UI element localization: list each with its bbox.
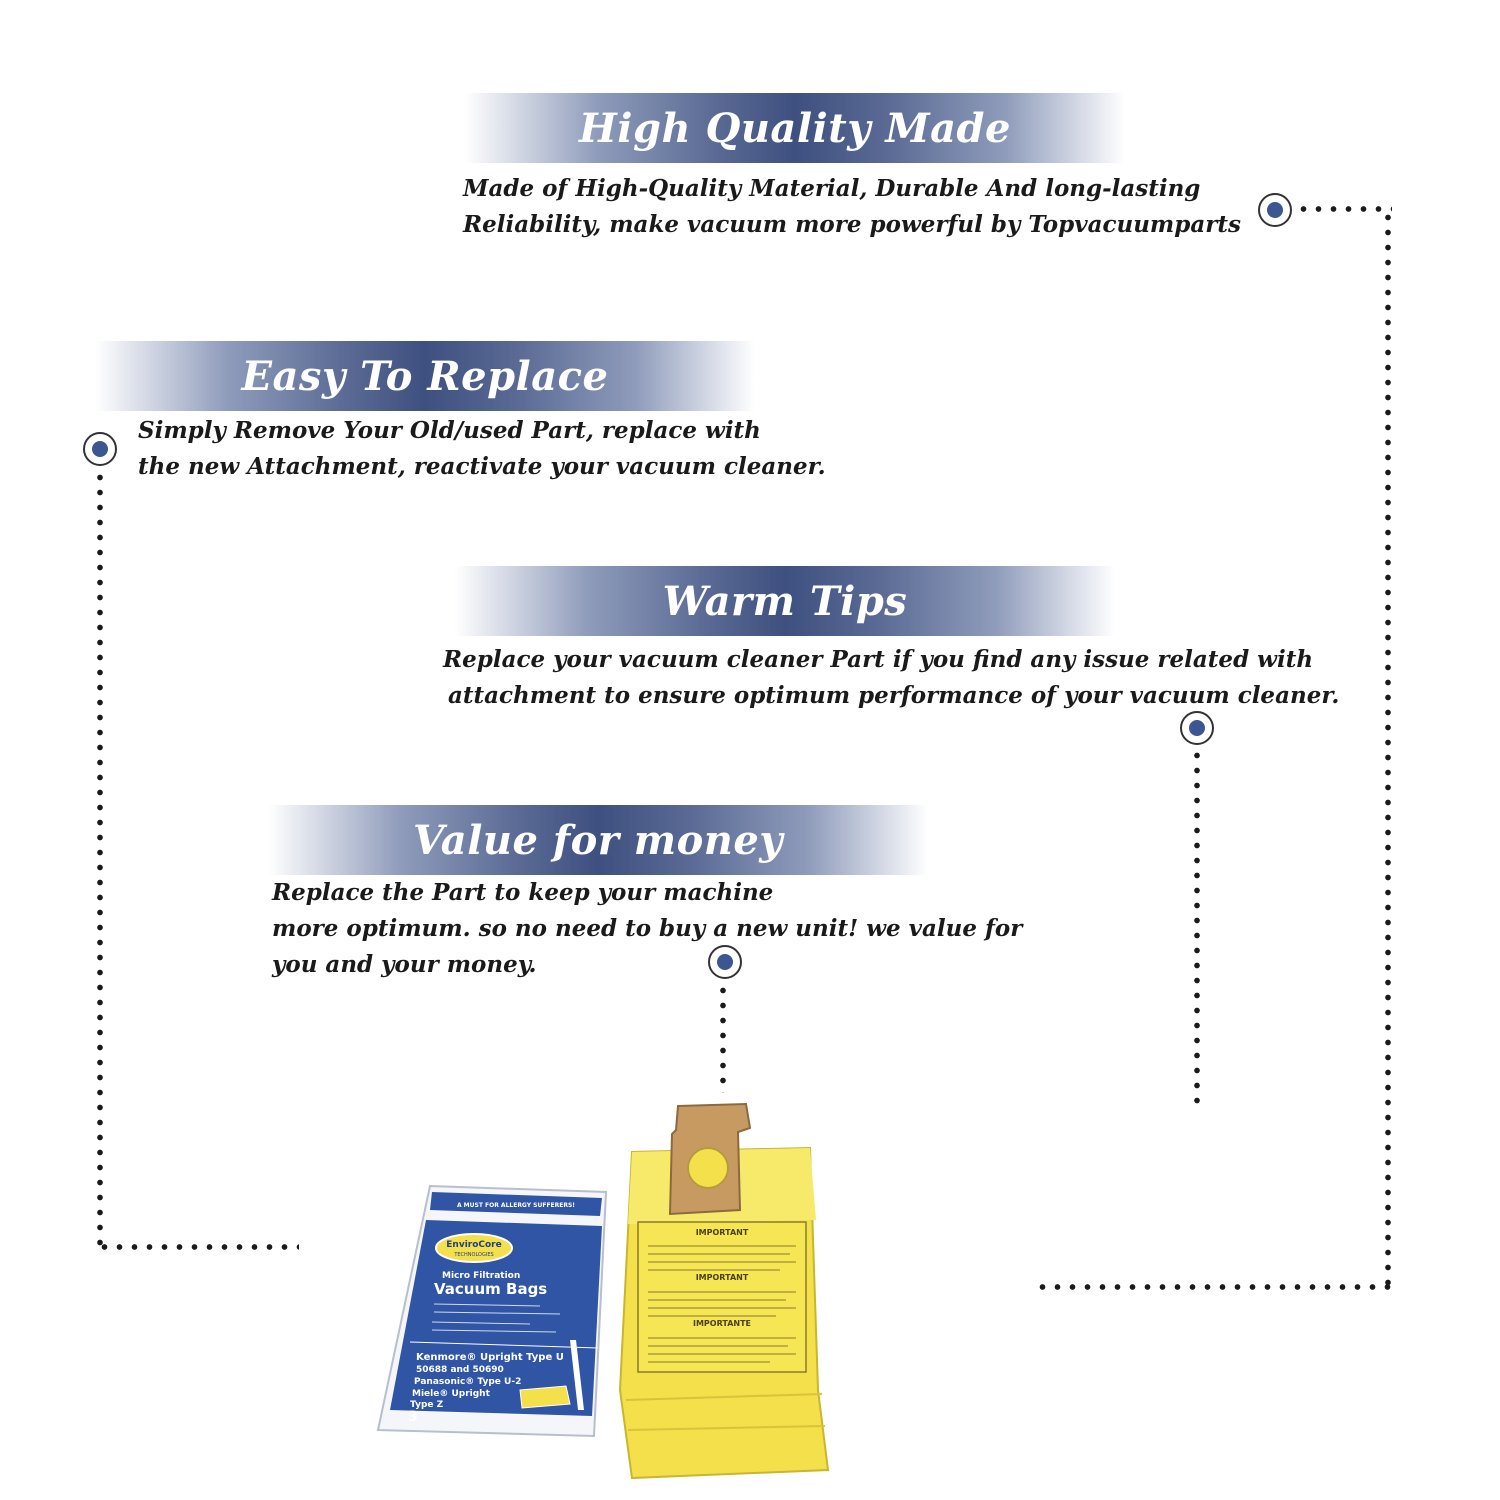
section-desc-high-quality: Made of High-Quality Material, Durable A… (463, 175, 1241, 238)
section-desc-value-money: Replace the Part to keep your machine mo… (272, 879, 1023, 978)
section-title-high-quality: High Quality Made (579, 104, 1011, 152)
section-desc-easy-replace: Simply Remove Your Old/used Part, replac… (138, 417, 826, 480)
package-line-1: Micro Filtration (442, 1271, 520, 1281)
package-compat-5: Type Z (410, 1400, 444, 1410)
section-desc-warm-tips: Replace your vacuum cleaner Part if you … (443, 646, 1340, 709)
connector-node-3 (1180, 711, 1214, 745)
package-brand: EnviroCore (446, 1240, 501, 1250)
connector-node-2 (83, 432, 117, 466)
dotted-line-1-right (1385, 210, 1391, 1292)
dotted-line-1-bottom (1035, 1284, 1392, 1290)
banner-high-quality: High Quality Made (465, 93, 1125, 163)
package-compat-4: Miele® Upright (412, 1389, 491, 1399)
section-title-easy-replace: Easy To Replace (241, 352, 609, 400)
package-compat-1: Kenmore® Upright Type U (416, 1352, 564, 1363)
product-image: IMPORTANT IMPORTANT IMPORTANTE A MUST FO… (376, 1102, 830, 1480)
dotted-line-1-top (1296, 206, 1392, 212)
yellow-vacuum-bag: IMPORTANT IMPORTANT IMPORTANTE (618, 1102, 830, 1480)
banner-easy-replace: Easy To Replace (95, 341, 755, 411)
bag-heading-3: IMPORTANTE (693, 1319, 751, 1328)
package-compat-2: 50688 and 50690 (416, 1365, 504, 1375)
banner-warm-tips: Warm Tips (455, 566, 1115, 636)
package-compat-3: Panasonic® Type U-2 (414, 1377, 521, 1387)
package-count: 3 (408, 1409, 418, 1425)
package-line-2: Vacuum Bags (434, 1280, 547, 1298)
dotted-line-2-bottom (97, 1244, 299, 1250)
banner-value-money: Value for money (268, 805, 928, 875)
package-brand-sub: TECHNOLOGIES (453, 1252, 493, 1258)
bag-heading-2: IMPORTANT (696, 1273, 749, 1282)
connector-node-1 (1258, 193, 1292, 227)
section-title-warm-tips: Warm Tips (662, 577, 908, 625)
dotted-line-3 (1194, 748, 1200, 1110)
bag-heading-1: IMPORTANT (696, 1228, 749, 1237)
dotted-line-2-left (97, 470, 103, 1252)
dotted-line-4 (720, 983, 726, 1093)
connector-node-4 (708, 945, 742, 979)
vacuum-bag-package: A MUST FOR ALLERGY SUFFERERS! EnviroCore… (376, 1184, 608, 1438)
section-title-value-money: Value for money (412, 816, 784, 864)
package-top-note: A MUST FOR ALLERGY SUFFERERS! (457, 1202, 575, 1209)
